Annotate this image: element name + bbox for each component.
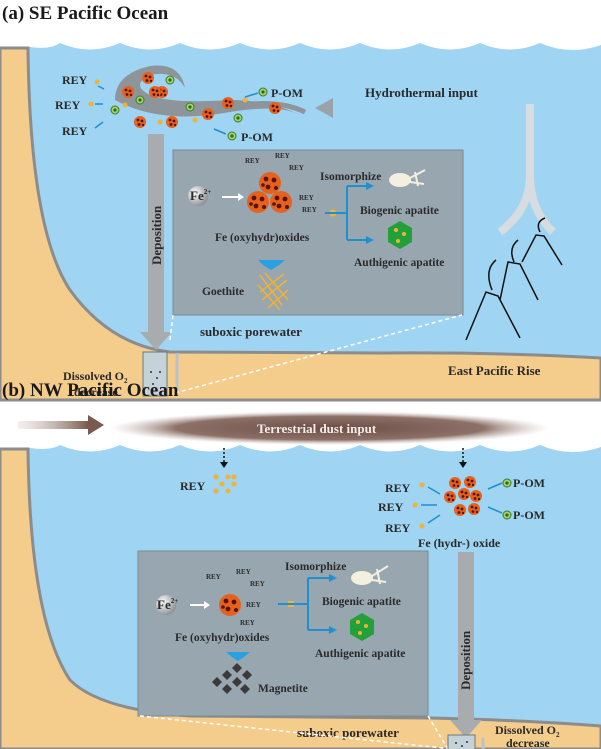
fe-oxides-label: Fe (oxyhydr)oxides bbox=[175, 632, 270, 644]
o2-decrease-label: Dissolved O2 bbox=[495, 723, 560, 739]
authigenic-apatite-label: Authigenic apatite bbox=[354, 257, 444, 269]
particle-swirl bbox=[110, 65, 307, 128]
rey-small: REY bbox=[246, 601, 261, 609]
rey-label: REY bbox=[55, 98, 81, 112]
isomorphize-label: Isomorphize bbox=[320, 171, 381, 183]
rey-small: REY bbox=[236, 568, 251, 576]
fe-hydr-oxide-label: Fe (hydr-) oxide bbox=[418, 536, 501, 550]
fish-bone-icon bbox=[351, 565, 389, 585]
fe-hydr-oxide-cluster: REY REY REY P-OM P-OM Fe (hydr-) oxide bbox=[378, 476, 545, 550]
zoom-lines bbox=[169, 314, 463, 394]
deposition-arrow-a: Deposition bbox=[140, 134, 172, 350]
rey-label: REY bbox=[385, 521, 411, 535]
pom-label: P-OM bbox=[513, 508, 545, 522]
dust-label: Terrestrial dust input bbox=[257, 421, 377, 436]
rey-label: REY bbox=[385, 481, 411, 495]
rey-small: REY bbox=[275, 152, 290, 160]
pom-label: P-OM bbox=[271, 86, 303, 100]
sediment-core-b bbox=[447, 734, 485, 749]
rey-small: REY bbox=[240, 619, 255, 627]
rey-small: REY bbox=[289, 164, 304, 172]
volcano-icons bbox=[465, 217, 563, 341]
o2-decrease-label-2: decrease bbox=[74, 385, 118, 399]
isomorphize-label: Isomorphize bbox=[285, 561, 346, 573]
porewater-box-a: Fe2+ REY REY REY REY REY Fe (oxyhydr)oxi… bbox=[172, 149, 464, 316]
fe-oxides-label: Fe (oxyhydr)oxides bbox=[215, 232, 310, 244]
rey-label: REY bbox=[62, 124, 88, 138]
magnetite-label: Magnetite bbox=[258, 683, 308, 695]
apatite-crystal-icon bbox=[388, 221, 412, 249]
magnetite-icon bbox=[212, 663, 252, 694]
rey-small: REY bbox=[302, 206, 317, 214]
rey-label: REY bbox=[378, 500, 404, 514]
panel-a-title: (a) SE Pacific Ocean bbox=[2, 3, 169, 24]
pom-label: P-OM bbox=[513, 476, 545, 490]
panel-b: (b) NW Pacific Ocean Terrestrial dust in… bbox=[0, 380, 601, 749]
rey-label: REY bbox=[180, 479, 206, 493]
rey-inputs-a: REY REY REY P-OM P-OM bbox=[55, 73, 303, 144]
biogenic-apatite-label: Biogenic apatite bbox=[322, 596, 401, 608]
rey-small: REY bbox=[245, 157, 260, 165]
dust-input: Terrestrial dust input bbox=[18, 411, 550, 468]
fe2-label: Fe2+ bbox=[190, 188, 211, 203]
east-pacific-rise-label: East Pacific Rise bbox=[448, 363, 541, 378]
o2-decrease-label: Dissolved O2 bbox=[63, 369, 128, 385]
rey-small: REY bbox=[250, 580, 265, 588]
panel-a: (a) SE Pacific Ocean Hydrothermal input … bbox=[0, 3, 601, 402]
pom-label: P-OM bbox=[241, 130, 273, 144]
rey-small: REY bbox=[206, 573, 221, 581]
o2-decrease-label-2: decrease bbox=[506, 736, 550, 749]
fish-bone-icon bbox=[389, 169, 426, 187]
sediment-core-a bbox=[142, 351, 179, 397]
goethite-label: Goethite bbox=[202, 286, 244, 298]
rey-small: REY bbox=[299, 194, 314, 202]
panel-b-title: (b) NW Pacific Ocean bbox=[2, 380, 179, 401]
land-b bbox=[0, 447, 601, 749]
rey-label: REY bbox=[62, 73, 88, 87]
fe2-label: Fe2+ bbox=[157, 597, 178, 612]
authigenic-apatite-label: Authigenic apatite bbox=[315, 648, 405, 660]
goethite-icon bbox=[257, 272, 289, 311]
zoom-lines bbox=[139, 715, 453, 749]
porewater-label: suboxic porewater bbox=[200, 324, 302, 339]
deposition-label: Deposition bbox=[458, 630, 473, 690]
porewater-box-b: Fe2+ REY REY REY REY REY Fe (oxyhydr)oxi… bbox=[137, 550, 429, 717]
apatite-crystal-icon bbox=[350, 613, 374, 641]
porewater-label: suboxic porewater bbox=[297, 725, 399, 740]
deposition-label: Deposition bbox=[149, 205, 164, 265]
biogenic-apatite-label: Biogenic apatite bbox=[360, 205, 439, 217]
hydrothermal-label: Hydrothermal input bbox=[365, 85, 478, 100]
land-a bbox=[0, 46, 601, 402]
rey-dots bbox=[213, 474, 237, 494]
deposition-arrow-b: Deposition bbox=[450, 552, 482, 738]
